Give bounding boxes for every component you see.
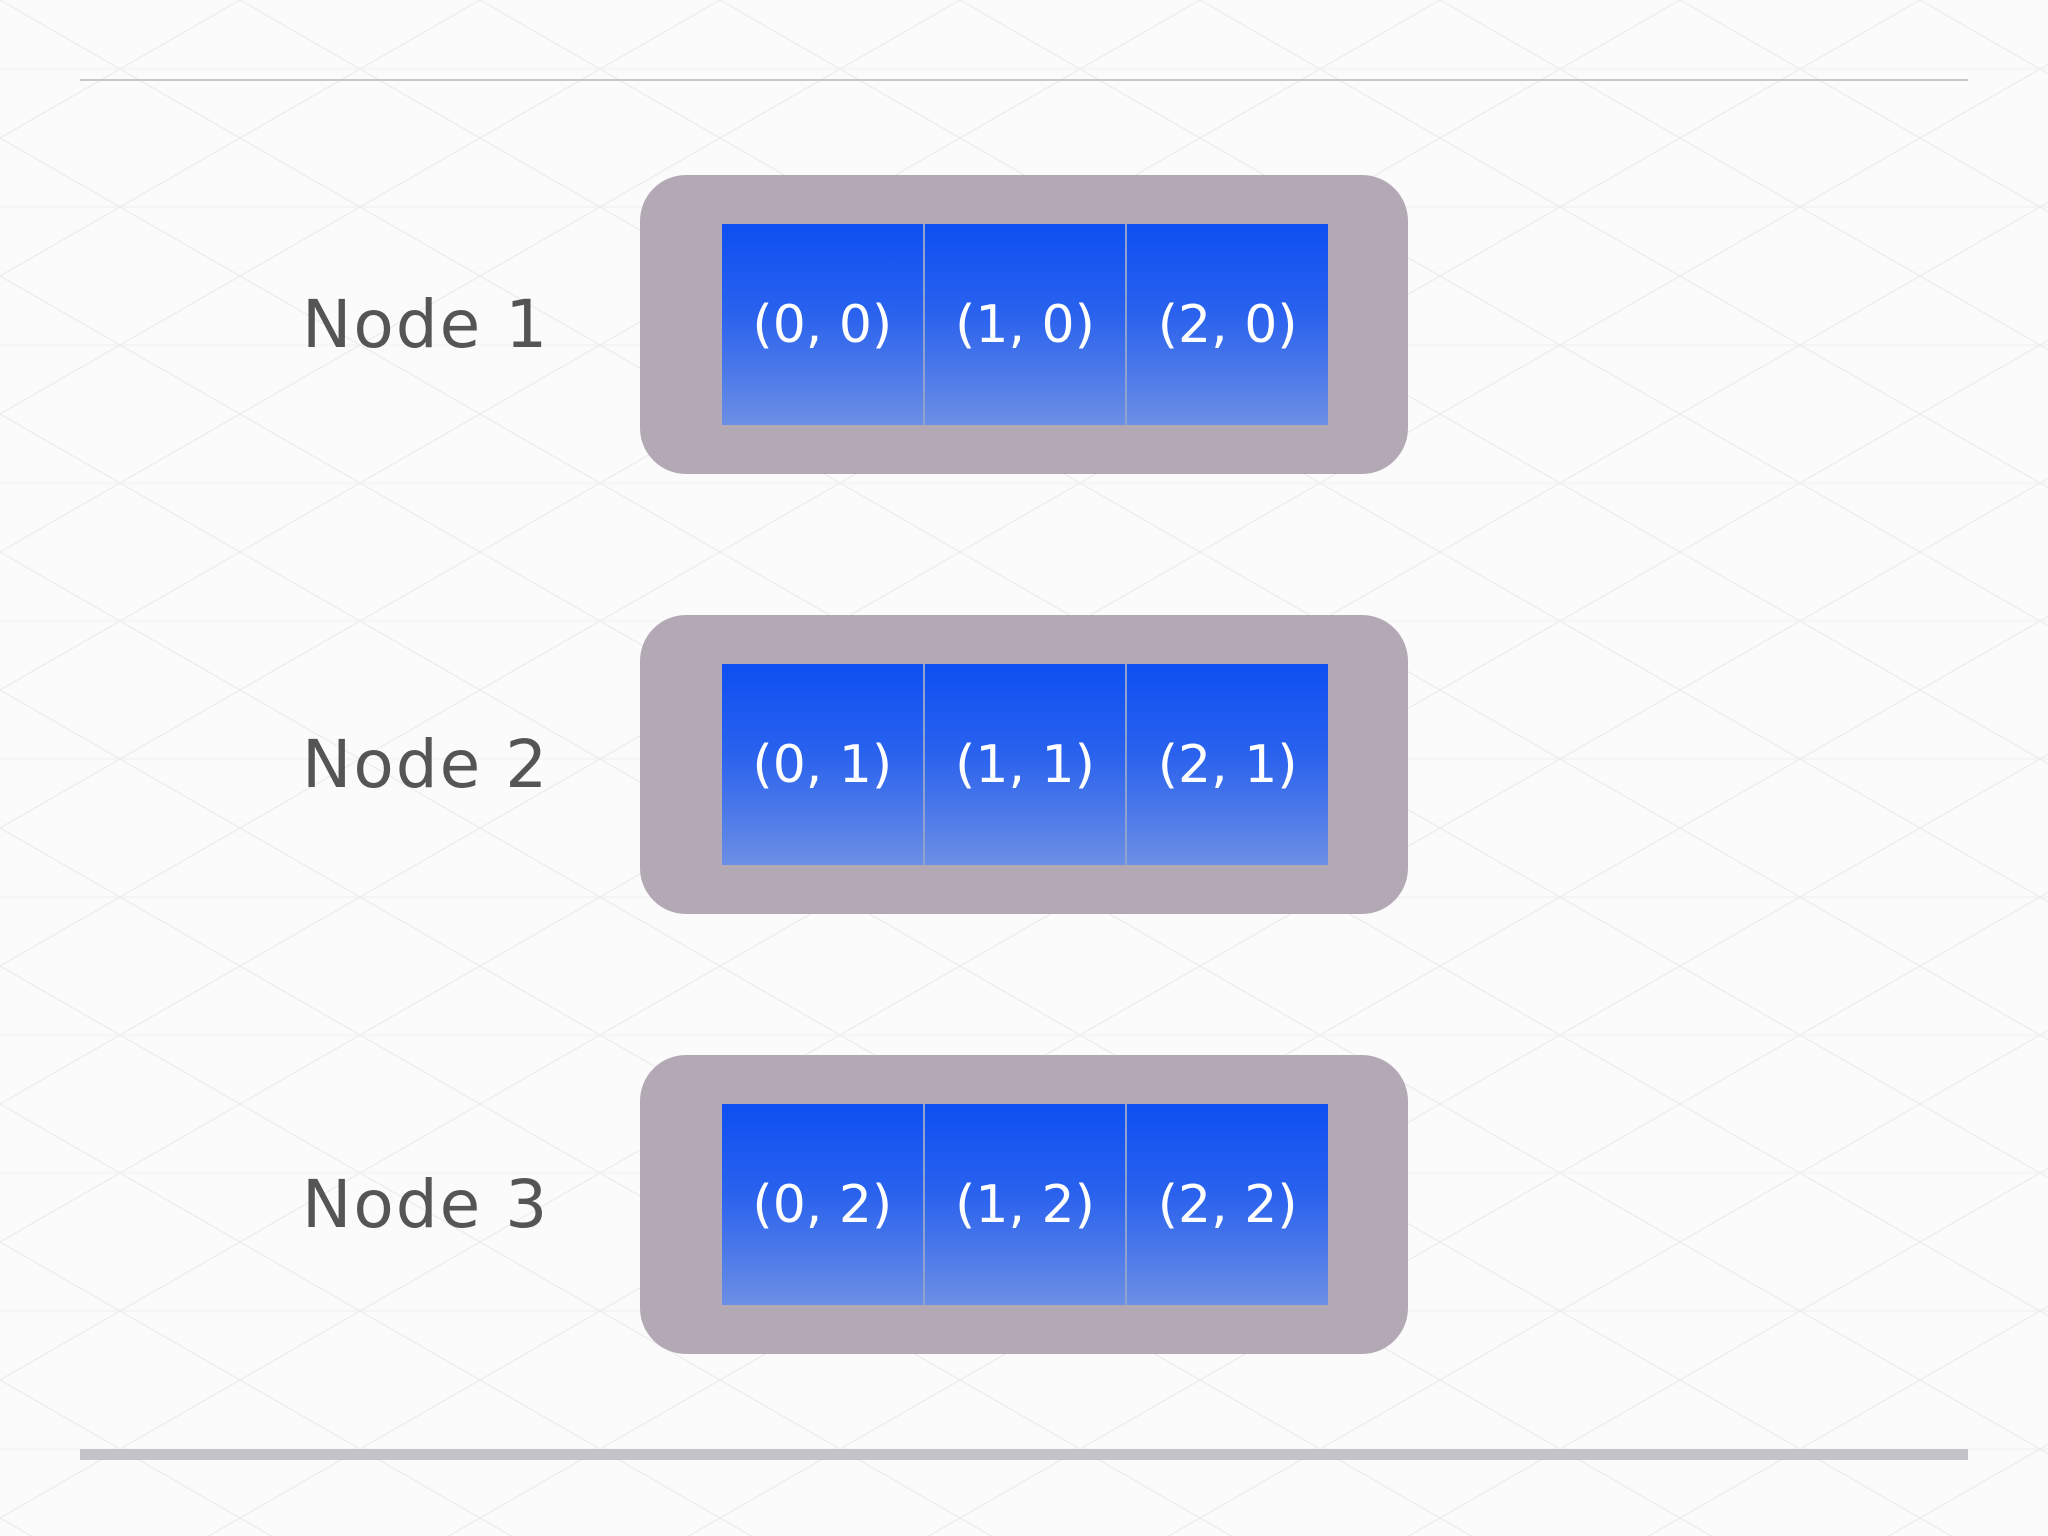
cell-group: (0, 0) (1, 0) (2, 0): [722, 224, 1329, 425]
grid-cell: (1, 1): [922, 664, 1126, 865]
node-row: Node 1 (0, 0) (1, 0) (2, 0): [0, 175, 2048, 475]
grid-cell: (0, 0): [722, 224, 923, 425]
grid-cell: (0, 1): [722, 664, 923, 865]
grid-cell: (1, 2): [922, 1104, 1126, 1305]
node-box: (0, 1) (1, 1) (2, 1): [640, 615, 1408, 914]
node-label: Node 1: [302, 286, 550, 363]
top-divider: [80, 79, 1968, 81]
node-label: Node 2: [302, 726, 550, 803]
node-box: (0, 0) (1, 0) (2, 0): [640, 175, 1408, 474]
grid-cell: (2, 0): [1125, 224, 1329, 425]
grid-cell: (1, 0): [922, 224, 1126, 425]
grid-cell: (0, 2): [722, 1104, 923, 1305]
node-box: (0, 2) (1, 2) (2, 2): [640, 1055, 1408, 1354]
node-row: Node 3 (0, 2) (1, 2) (2, 2): [0, 1055, 2048, 1355]
grid-cell: (2, 1): [1125, 664, 1329, 865]
grid-cell: (2, 2): [1125, 1104, 1329, 1305]
bottom-divider: [80, 1449, 1968, 1460]
cell-group: (0, 2) (1, 2) (2, 2): [722, 1104, 1329, 1305]
node-row: Node 2 (0, 1) (1, 1) (2, 1): [0, 615, 2048, 915]
cell-group: (0, 1) (1, 1) (2, 1): [722, 664, 1329, 865]
node-label: Node 3: [302, 1166, 550, 1243]
